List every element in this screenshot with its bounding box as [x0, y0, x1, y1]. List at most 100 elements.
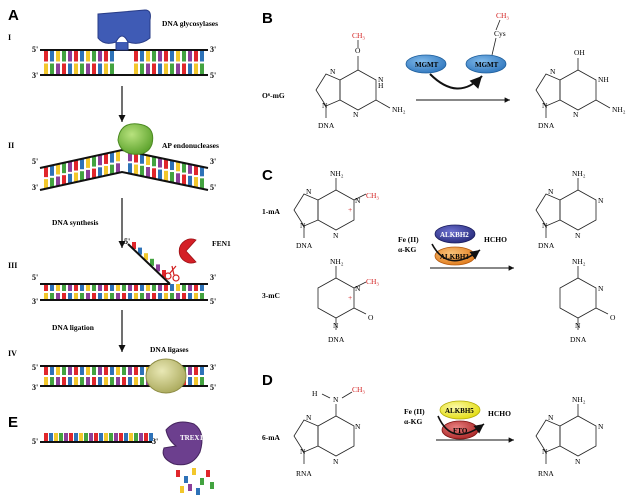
mgmt-transfer-arrow — [429, 73, 483, 90]
base-tick — [74, 366, 78, 375]
base-tick — [44, 63, 48, 75]
c-product2-o-label: O — [610, 313, 616, 322]
base-tick — [104, 293, 108, 300]
base-tick — [116, 377, 120, 386]
base-tick — [62, 50, 66, 62]
label-dna-synthesis: DNA synthesis — [52, 218, 99, 227]
base-tick — [74, 50, 78, 62]
base-tick — [68, 293, 72, 300]
dna-ligase-icon — [145, 358, 187, 394]
b-product-dna-label: DNA — [538, 121, 555, 130]
base-tick — [74, 293, 78, 300]
b-dna-label: DNA — [318, 121, 335, 130]
d-n9-label: N — [300, 447, 306, 456]
base-tick — [98, 167, 102, 178]
scissors-icon — [164, 265, 180, 282]
base-tick — [146, 155, 150, 166]
c1-n9-label: N — [300, 221, 306, 230]
adenine-rna-product-structure — [535, 404, 597, 464]
base-tick — [182, 50, 186, 62]
base-tick — [188, 163, 192, 174]
c2-nh2-label: NH₂ — [330, 257, 344, 266]
base-tick — [50, 50, 54, 62]
base-tick — [50, 165, 54, 176]
base-tick — [98, 366, 102, 375]
base-tick — [164, 293, 168, 300]
d-rna-label: RNA — [296, 469, 312, 478]
base-tick — [50, 63, 54, 75]
base-tick — [196, 488, 200, 495]
b-nh-label: NH — [598, 75, 609, 84]
base-tick — [200, 63, 204, 75]
base-tick — [122, 366, 126, 375]
base-tick — [122, 284, 126, 291]
base-tick — [128, 377, 132, 386]
base-tick — [80, 366, 84, 375]
c2-n1-label: N — [333, 321, 339, 330]
mgmt-free-label: MGMT — [415, 61, 439, 69]
base-tick — [104, 433, 108, 441]
base-tick — [84, 433, 88, 441]
c1-plus-label: + — [348, 205, 352, 214]
end-3-ii: 3' — [32, 183, 38, 192]
end-3-i: 3' — [32, 71, 38, 80]
base-tick — [170, 63, 174, 75]
base-tick — [176, 293, 180, 300]
base-tick — [74, 433, 78, 441]
label-dna-ligation: DNA ligation — [52, 323, 95, 332]
base-tick — [110, 164, 114, 175]
base-tick — [116, 163, 120, 174]
b-methyl-label: CH₃ — [352, 31, 365, 40]
c-byproduct-label: HCHO — [484, 235, 507, 244]
base-tick — [170, 293, 174, 300]
base-tick — [122, 377, 126, 386]
c-cofactor-akg: α-KG — [398, 245, 417, 254]
base-tick — [62, 293, 66, 300]
step-label-i: I — [8, 33, 11, 42]
d-product-n7-label: N — [548, 413, 554, 422]
end-5-iii: 5' — [32, 273, 38, 282]
base-tick — [104, 366, 108, 375]
base-tick — [134, 366, 138, 375]
c2-methyl-label: CH₃ — [366, 277, 379, 286]
base-tick — [50, 366, 54, 375]
alkbh5-label: ALKBH5 — [445, 407, 474, 415]
step-label-ii: II — [8, 141, 14, 150]
dna-duplex-step-iii — [40, 283, 208, 301]
base-tick — [194, 366, 198, 375]
base-tick — [146, 167, 150, 178]
base-tick — [152, 63, 156, 75]
b-product-methyl-label: CH₃ — [496, 11, 509, 20]
base-tick — [182, 162, 186, 173]
c-product1-n7-label: N — [548, 187, 554, 196]
end-3-iv: 3' — [32, 383, 38, 392]
base-tick — [116, 151, 120, 162]
base-tick — [98, 293, 102, 300]
mgmt-bound-label: MGMT — [475, 61, 499, 69]
step-label-iv: IV — [8, 349, 17, 358]
base-tick — [180, 486, 184, 493]
panel-label-d: D — [262, 372, 273, 389]
guanine-product-structure — [535, 58, 611, 118]
end-5-i-right: 5' — [210, 71, 216, 80]
base-tick — [188, 293, 192, 300]
base-tick — [44, 433, 48, 441]
base-tick — [92, 377, 96, 386]
base-tick — [170, 172, 174, 183]
end-5-iv: 5' — [32, 363, 38, 372]
base-tick — [134, 293, 138, 300]
c1-n1-label: N — [355, 196, 361, 205]
base-tick — [144, 253, 148, 261]
base-tick — [98, 63, 102, 75]
base-tick — [158, 157, 162, 168]
base-tick — [50, 293, 54, 300]
base-tick — [132, 242, 136, 249]
d-n1-label: N — [355, 422, 361, 431]
base-tick — [200, 377, 204, 386]
label-6-ma: 6-mA — [262, 433, 280, 442]
base-tick — [86, 157, 90, 168]
base-tick — [74, 160, 78, 171]
c-product1-nh2-label: NH₂ — [572, 169, 586, 178]
base-tick — [140, 284, 144, 291]
